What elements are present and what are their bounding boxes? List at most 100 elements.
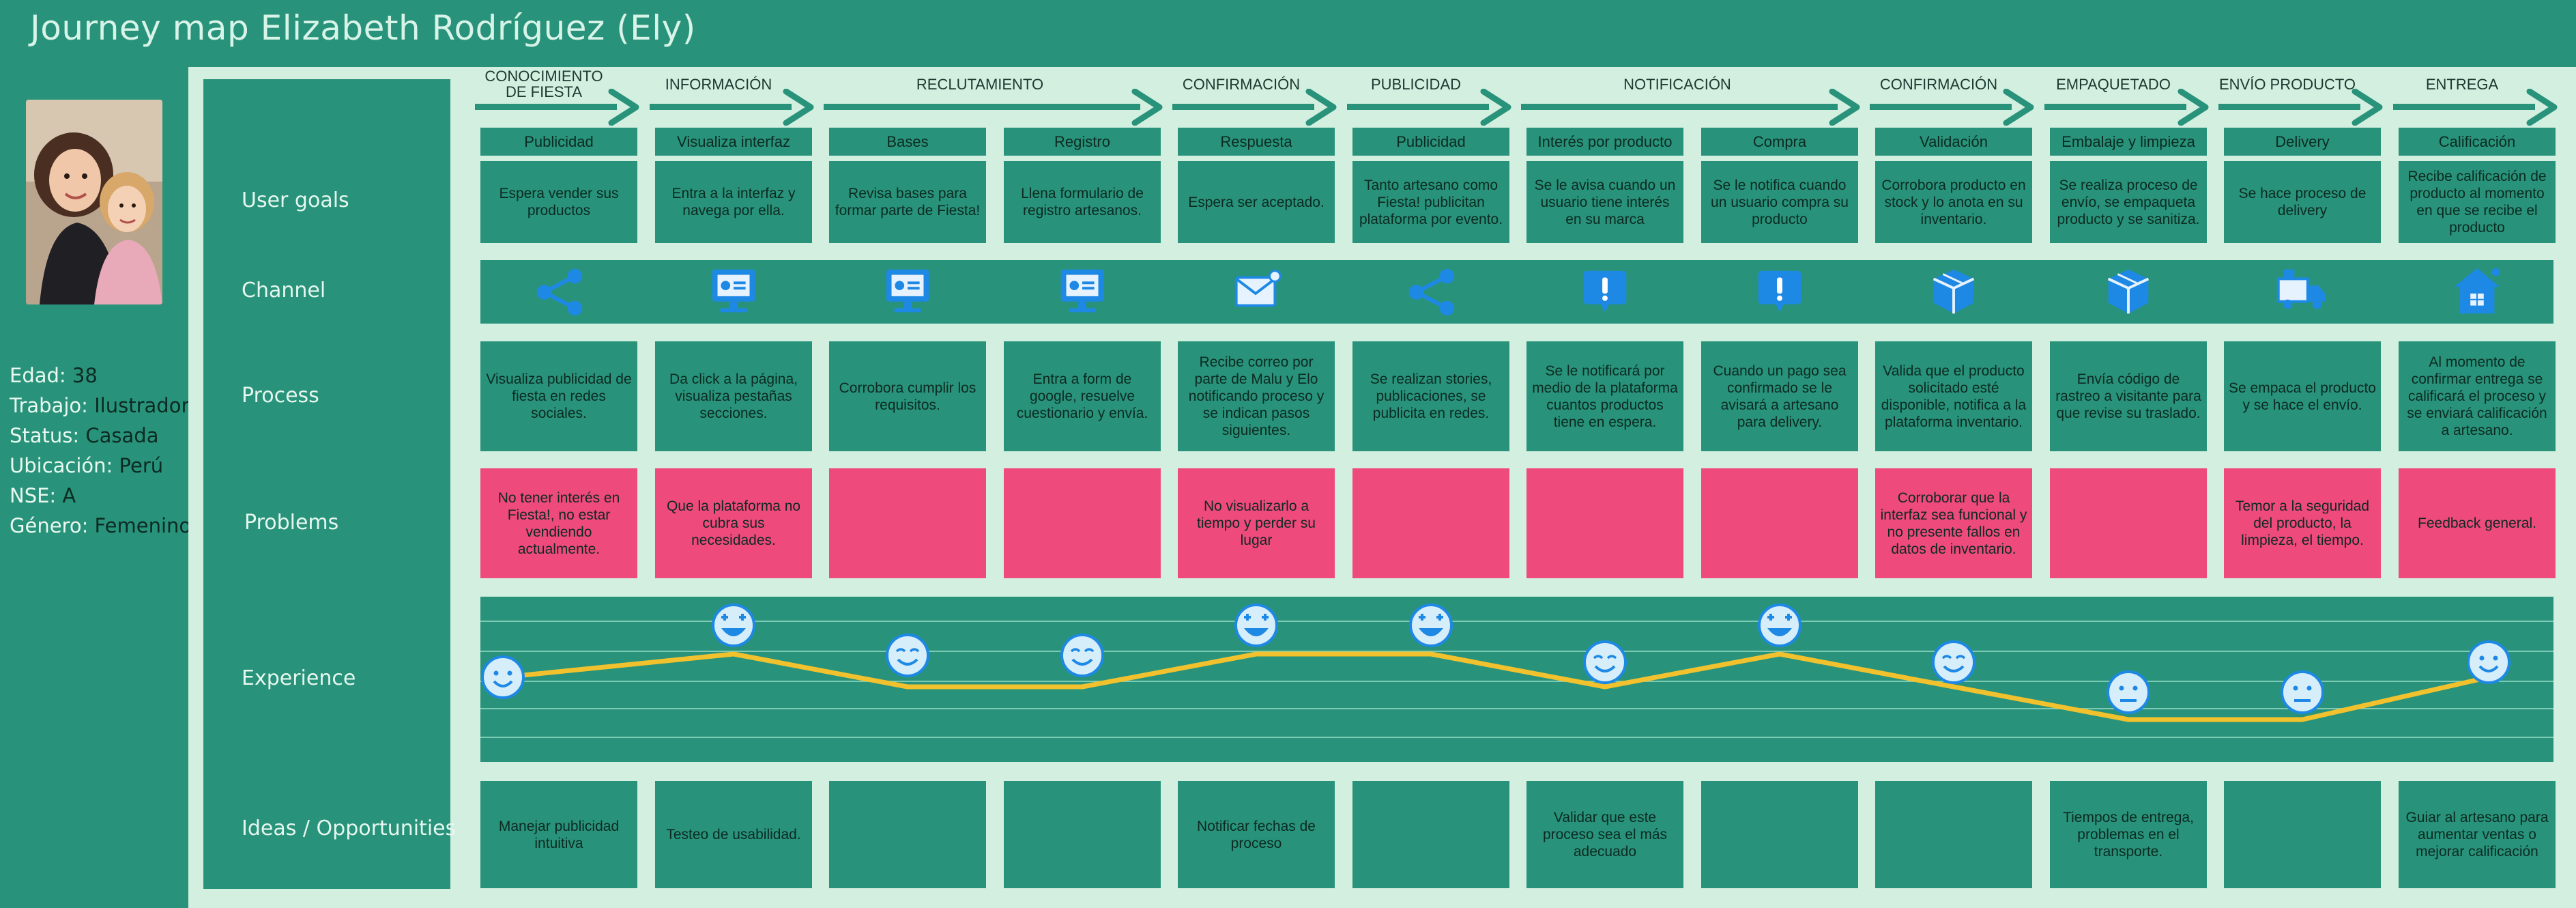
persona-row: Ubicación: Perú (10, 451, 201, 481)
phase-arrow-line (2044, 104, 2186, 110)
step-cell: Publicidad (480, 128, 637, 156)
phase: CONFIRMACIÓN (1870, 67, 2035, 130)
problem-cell (1701, 468, 1858, 578)
happy-face-icon (886, 634, 929, 677)
problem-cell: Que la plataforma no cubra sus necesidad… (655, 468, 812, 578)
phase: PUBLICIDAD (1347, 67, 1512, 130)
persona-value: Casada (79, 424, 159, 447)
desktop-computer-icon (1060, 269, 1104, 313)
step-cell: Interés por producto (1526, 128, 1683, 156)
problem-cell: Feedback general. (2399, 468, 2556, 578)
starry-eyed-face-icon (1758, 604, 1801, 647)
process-cell: Cuando un pago sea confirmado se le avis… (1701, 341, 1858, 451)
process-cell: Visualiza publicidad de fiesta en redes … (480, 341, 637, 451)
goal-cell: Espera vender sus productos (480, 161, 637, 243)
step-cell: Validación (1875, 128, 2032, 156)
phase-label: ENTREGA (2425, 75, 2499, 93)
idea-cell (1875, 781, 2032, 888)
goal-cell: Se hace proceso de delivery (2224, 161, 2381, 243)
phase-arrow-line (1521, 104, 1838, 110)
process-cell: Se realizan stories, publicaciones, se p… (1352, 341, 1509, 451)
phase-arrow-head-icon (1829, 89, 1860, 126)
share-icon (536, 268, 583, 316)
step-cell: Publicidad (1352, 128, 1509, 156)
goal-cell: Se realiza proceso de envío, se empaquet… (2050, 161, 2207, 243)
step-cell: Respuesta (1178, 128, 1335, 156)
persona-key: Trabajo: (10, 394, 88, 417)
phase-arrow-line (2218, 104, 2360, 110)
phase-arrow-line (1870, 104, 2012, 110)
row-label-problems: Problems (244, 511, 339, 535)
idea-cell (829, 781, 986, 888)
goal-cell: Espera ser aceptado. (1178, 161, 1335, 243)
step-cell: Registro (1004, 128, 1161, 156)
problem-cell (1004, 468, 1161, 578)
step-cell: Calificación (2399, 128, 2556, 156)
idea-cell (1352, 781, 1509, 888)
idea-cell (1701, 781, 1858, 888)
goal-cell: Llena formulario de registro artesanos. (1004, 161, 1161, 243)
idea-cell: Tiempos de entrega, problemas en el tran… (2050, 781, 2207, 888)
idea-cell: Guiar al artesano para aumentar ventas o… (2399, 781, 2556, 888)
problem-cell (829, 468, 986, 578)
page-title: Journey map Elizabeth Rodríguez (Ely) (30, 8, 696, 48)
process-cell: Da click a la página, visualiza pestañas… (655, 341, 812, 451)
persona-key: Ubicación: (10, 454, 113, 477)
phase-label: CONFIRMACIÓN (1182, 75, 1301, 93)
process-cell: Al momento de confirmar entrega se calif… (2399, 341, 2556, 451)
persona-value: Ilustradora (87, 394, 202, 417)
package-box-icon (2107, 269, 2150, 314)
phase: ENVÍO PRODUCTO (2218, 67, 2384, 130)
phase: CONFIRMACIÓN (1172, 67, 1337, 130)
process-cell: Se empaca el producto y se hace el envío… (2224, 341, 2381, 451)
row-label-user-goals: User goals (242, 188, 349, 212)
phase-arrow-line (1172, 104, 1314, 110)
phase-arrow-line (650, 104, 792, 110)
phase-arrow-head-icon (2526, 89, 2558, 126)
row-label-channel: Channel (242, 279, 326, 302)
problem-cell (2050, 468, 2207, 578)
starry-eyed-face-icon (1234, 604, 1278, 647)
phase: CONOCIMIENTO DE FIESTA (475, 67, 640, 130)
persona-value: Femenino (88, 514, 192, 537)
process-cell: Entra a form de google, resuelve cuestio… (1004, 341, 1161, 451)
phase: NOTIFICACIÓN (1521, 67, 1861, 130)
step-cell: Embalaje y limpieza (2050, 128, 2207, 156)
persona-row: Edad: 38 (10, 360, 201, 391)
problem-cell: No visualizarlo a tiempo y perder su lug… (1178, 468, 1335, 578)
goal-cell: Entra a la interfaz y navega por ella. (655, 161, 812, 243)
phase: ENTREGA (2393, 67, 2558, 130)
phase-arrow-line (475, 104, 617, 110)
goal-cell: Tanto artesano como Fiesta! publicitan p… (1352, 161, 1509, 243)
phase-label: CONOCIMIENTO DE FIESTA (484, 68, 603, 100)
problem-cell: No tener interés en Fiesta!, no estar ve… (480, 468, 637, 578)
share-icon (1408, 268, 1455, 316)
problem-cell: Temor a la seguridad del producto, la li… (2224, 468, 2381, 578)
phase-label: PUBLICIDAD (1370, 75, 1462, 93)
row-label-experience: Experience (242, 666, 356, 690)
phase: EMPAQUETADO (2044, 67, 2210, 130)
persona-row: NSE: A (10, 481, 201, 511)
persona-value: A (56, 484, 76, 507)
phase-arrow-head-icon (1480, 89, 1511, 126)
process-cell: Recibe correo por parte de Malu y Elo no… (1178, 341, 1335, 451)
happy-face-icon (1583, 640, 1627, 684)
phase-arrow-head-icon (2351, 89, 2383, 126)
process-cell: Valida que el producto solicitado esté d… (1875, 341, 2032, 451)
row-label-ideas: Ideas / Opportunities (242, 817, 457, 840)
goal-cell: Revisa bases para formar parte de Fiesta… (829, 161, 986, 243)
step-cell: Bases (829, 128, 986, 156)
persona-photo (26, 100, 162, 304)
row-labels-column (203, 79, 450, 889)
starry-eyed-face-icon (1409, 604, 1453, 647)
idea-cell (2224, 781, 2381, 888)
goal-cell: Se le notifica cuando un usuario compra … (1701, 161, 1858, 243)
problem-cell (1352, 468, 1509, 578)
home-delivery-icon (2454, 268, 2500, 314)
experience-line (502, 651, 2489, 722)
row-label-process: Process (242, 384, 319, 408)
phase-arrow-head-icon (1305, 89, 1337, 126)
persona-row: Género: Femenino (10, 511, 201, 541)
persona-key: Género: (10, 514, 89, 537)
